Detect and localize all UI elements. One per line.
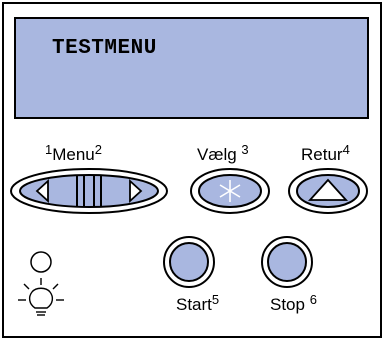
menu-left-button[interactable]: [35, 178, 49, 204]
right-triangle-icon: [129, 178, 143, 204]
lightbulb-icon: [18, 278, 64, 316]
vaelg-button[interactable]: [190, 168, 270, 214]
left-triangle-icon: [35, 178, 49, 204]
stop-button[interactable]: [261, 236, 313, 288]
stop-label: Stop 6: [270, 292, 317, 314]
asterisk-icon: [219, 180, 241, 202]
menu-label: 1Menu2: [45, 142, 102, 164]
start-button[interactable]: [163, 236, 215, 288]
lcd-display: TESTMENU: [14, 17, 369, 119]
start-label: Start5: [176, 292, 220, 314]
retur-label: Retur4: [301, 142, 350, 164]
menu-right-button[interactable]: [129, 178, 143, 204]
menu-button[interactable]: [10, 168, 168, 214]
retur-button[interactable]: [288, 168, 368, 214]
up-triangle-icon: [307, 178, 349, 201]
ready-indicator-light: [30, 251, 52, 273]
vaelg-label: Vælg 3: [197, 142, 249, 164]
lcd-text: TESTMENU: [52, 37, 157, 60]
